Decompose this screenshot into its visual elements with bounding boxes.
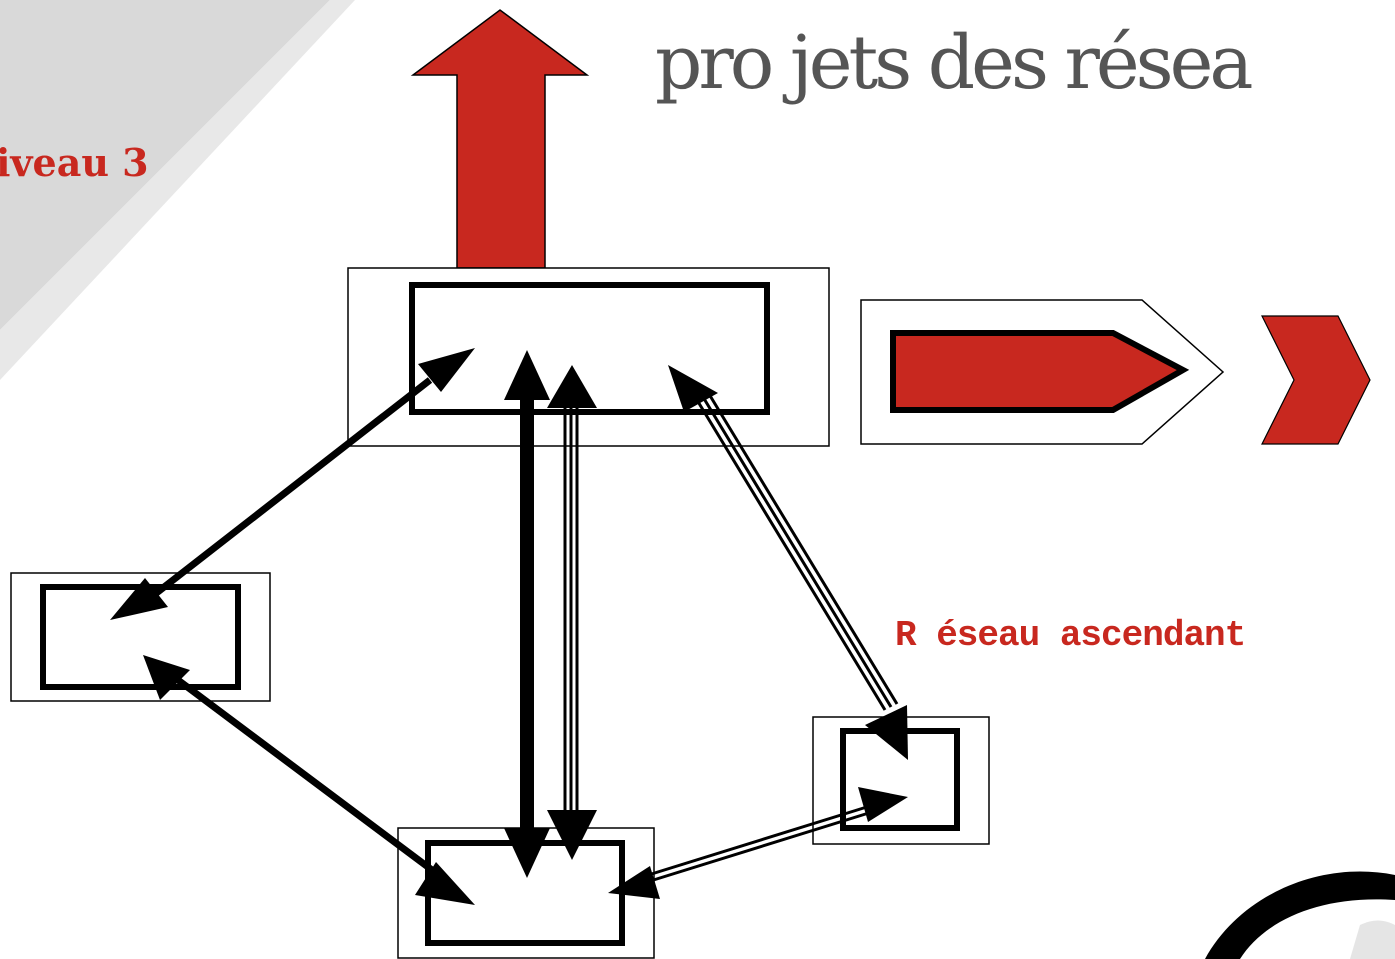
- up-arrow-icon: [410, 9, 590, 269]
- decorative-swirl-detail: [1350, 920, 1395, 959]
- chevron-right-icon: [1261, 315, 1371, 445]
- right-arrow-icon: [890, 330, 1190, 413]
- link-right-bottom: [608, 787, 908, 899]
- link-top-right: [668, 365, 908, 760]
- page-title: pro jets des résea: [655, 20, 1252, 106]
- link-left-bottom: [143, 655, 475, 905]
- link-top-left: [110, 348, 475, 620]
- level-label: iveau 3: [0, 140, 149, 185]
- background-wedge-soft: [0, 0, 355, 380]
- link-top-bottom-thick: [504, 350, 550, 878]
- decorative-swirl: [1205, 871, 1395, 959]
- link-top-bottom-double: [547, 365, 597, 860]
- network-label: R éseau ascendant: [895, 615, 1245, 656]
